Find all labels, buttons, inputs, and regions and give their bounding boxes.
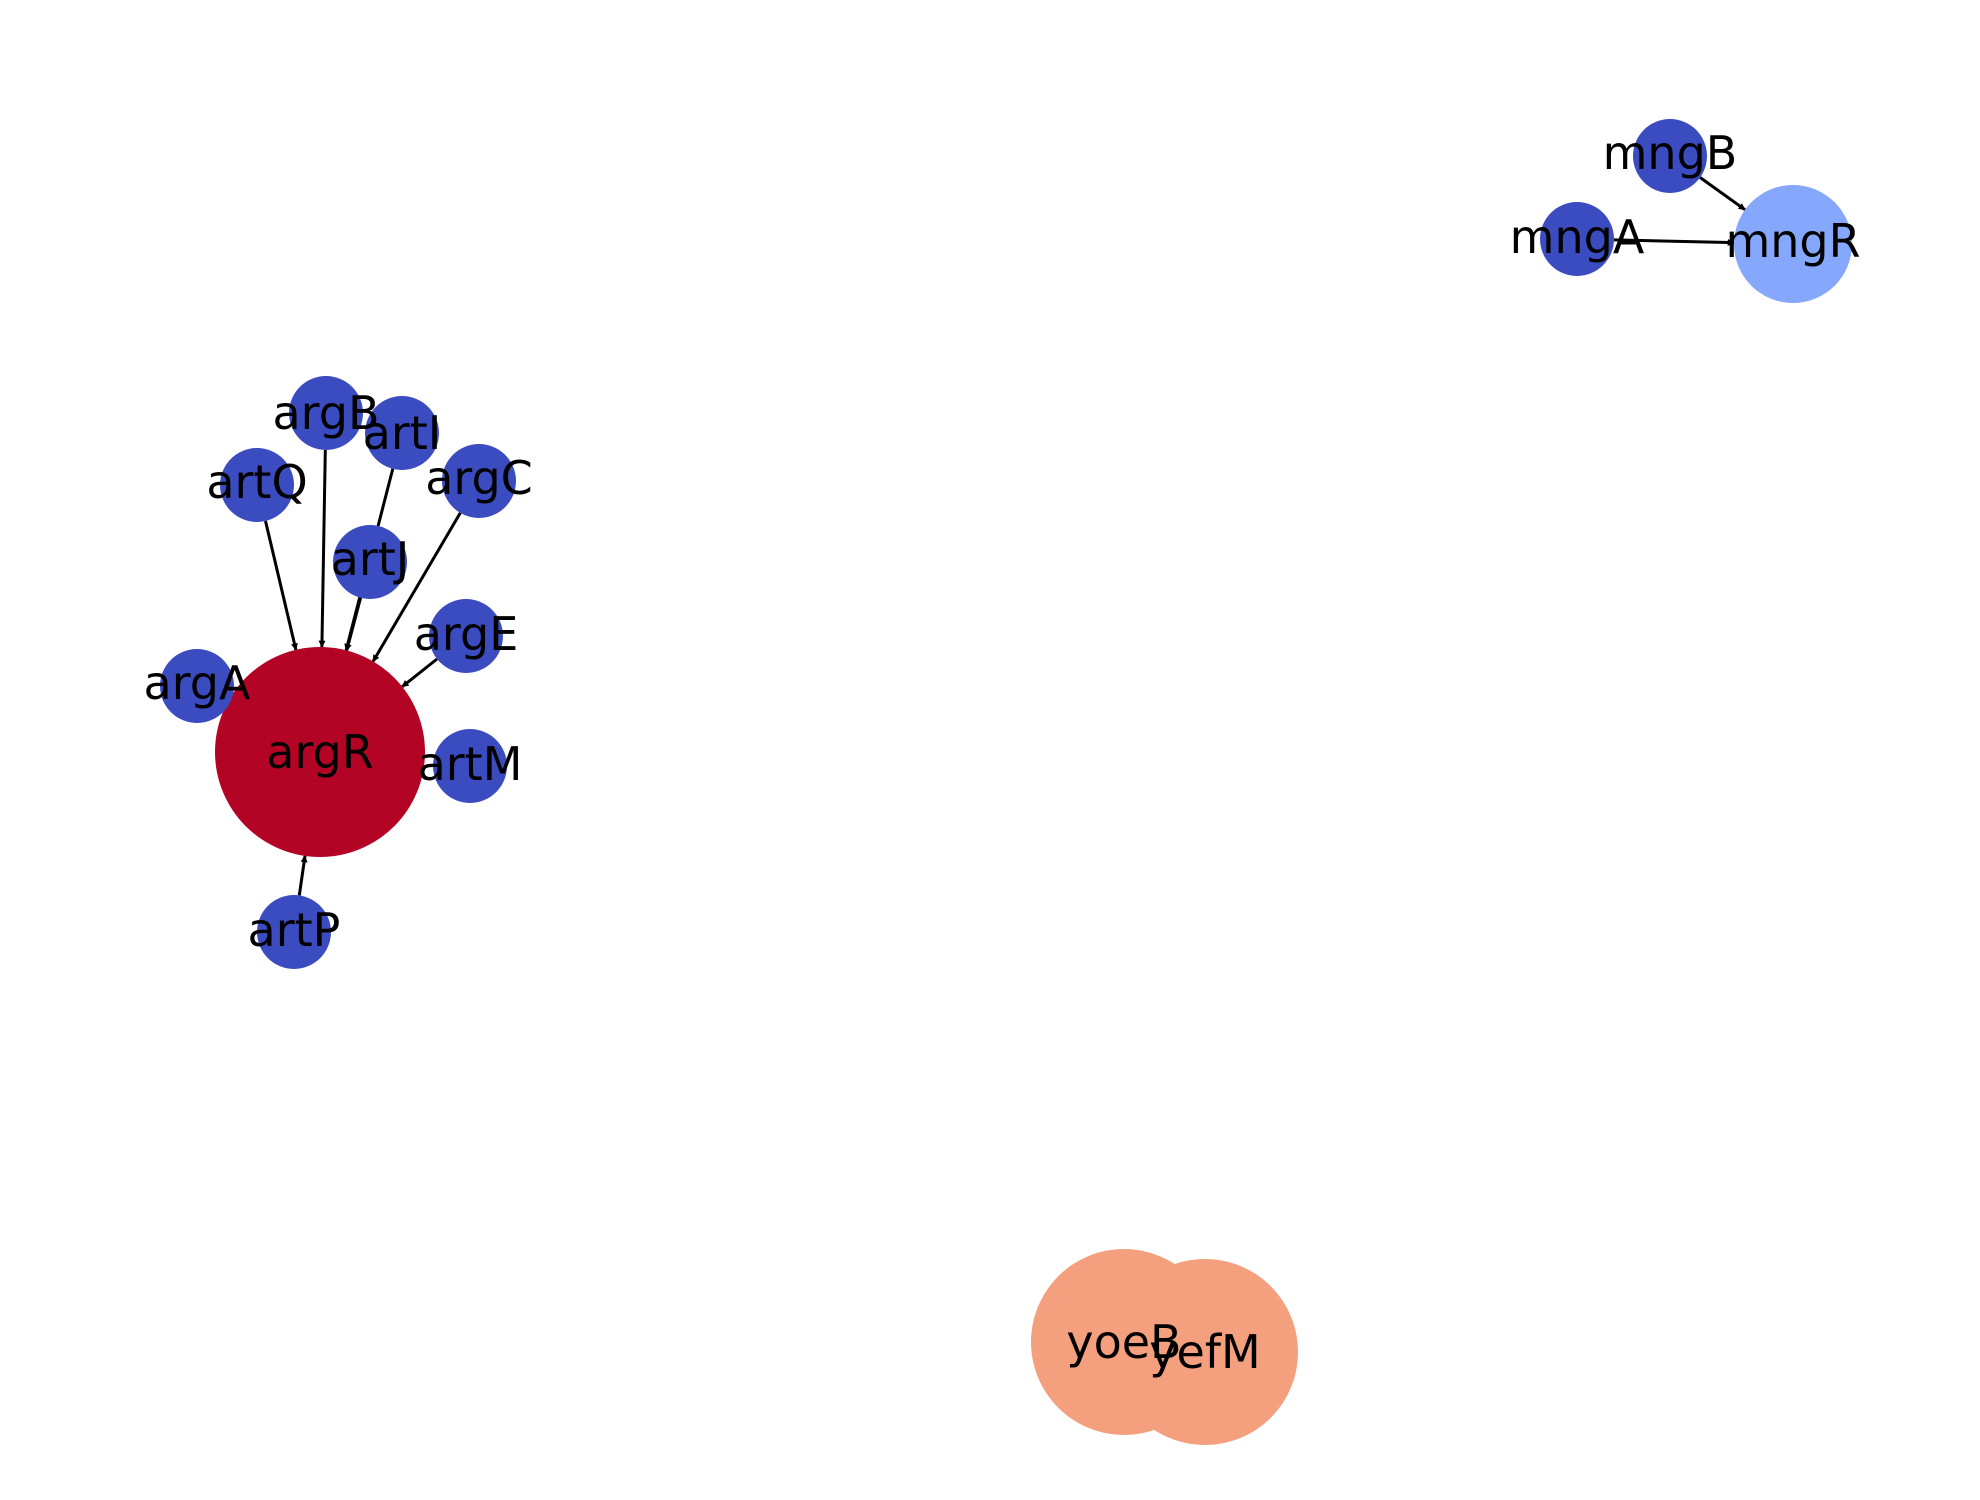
node-label-artP: artP [248,903,341,957]
node-label-mngR: mngR [1725,214,1860,268]
node-label-argB: argB [272,386,379,440]
node-argB [289,376,363,450]
edge-mngA-to-mngR [1613,238,1735,246]
node-label-mngB: mngB [1603,126,1738,180]
node-label-artJ: artJ [331,532,410,586]
node-label-argA: argA [144,656,251,710]
node-label-yoeB: yoeB [1066,1315,1181,1369]
node-artM [433,729,507,803]
node-yefM [1112,1259,1298,1445]
node-artJ [333,525,407,599]
nodes-layer [160,119,1852,1445]
edge-argC-to-argR [371,512,462,663]
node-label-artI: artI [363,406,442,460]
labels-layer: argR argA argB argC argE artQ artI artJ artM artP… [144,126,1861,1379]
node-mngB [1633,119,1707,193]
node-label-yefM: yefM [1149,1325,1260,1379]
node-argE [429,599,503,673]
node-label-mngA: mngA [1510,210,1645,264]
node-label-argE: argE [414,607,519,661]
edge-artJ-to-argR [344,597,363,652]
node-argR [215,647,425,857]
edge-artP-to-argR [297,855,308,896]
node-argA [160,649,234,723]
node-label-artQ: artQ [206,455,307,509]
node-artP [257,895,331,969]
edge-argE-to-argR [401,657,438,688]
node-label-argR: argR [266,725,373,779]
node-mngR [1734,185,1852,303]
node-artI [365,396,439,470]
node-label-artM: artM [418,737,523,791]
node-mngA [1540,202,1614,276]
edge-argB-to-argR [318,449,327,648]
node-label-argC: argC [425,451,533,505]
edge-artQ-to-argR [264,520,298,651]
node-artQ [220,448,294,522]
edge-mngB-to-mngR [1699,176,1746,211]
node-argC [442,444,516,518]
